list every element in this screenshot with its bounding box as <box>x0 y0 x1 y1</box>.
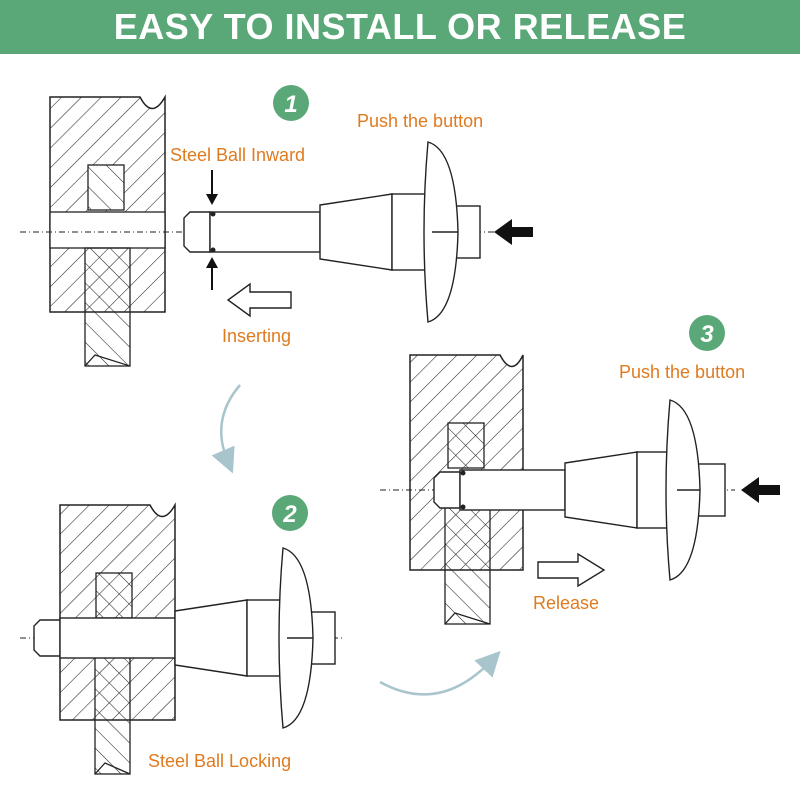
curved-arrow-icon-2 <box>379 650 501 696</box>
step-1-number: 1 <box>284 91 297 118</box>
step-3-badge <box>689 315 725 351</box>
step-1-bore <box>49 211 166 249</box>
step-1-steel-ball-top <box>210 211 216 217</box>
step-2-slot <box>95 572 133 619</box>
step-3-panel: 3 Push the button Release <box>380 315 780 625</box>
outline-arrow-icon <box>226 282 292 318</box>
step-3-plate <box>444 505 491 625</box>
step-2-number: 2 <box>282 501 297 528</box>
curved-arrow-icon <box>211 384 241 474</box>
step-1-action-label: Inserting <box>222 326 291 346</box>
step-2-pin <box>33 547 336 729</box>
step-1-steel-ball-bottom <box>210 247 216 253</box>
step-2-plate <box>94 655 131 775</box>
black-arrow-icon-3 <box>741 477 780 503</box>
step-1-pin <box>183 141 481 323</box>
step-3-slot <box>447 422 485 469</box>
step-1-push-label: Push the button <box>357 111 483 131</box>
title-banner <box>0 0 800 54</box>
step-2-badge <box>272 495 308 531</box>
step-3-action-label: Release <box>533 593 599 613</box>
step-1-badge <box>273 85 309 121</box>
step-1-plate <box>84 247 131 367</box>
step-3-push-label: Push the button <box>619 362 745 382</box>
step-2-panel: 2 Steel Ball Locking <box>20 495 345 775</box>
step-1-panel: 1 Push the button Steel Ball Inward Inse… <box>20 85 533 367</box>
black-arrow-icon <box>494 219 533 245</box>
step-1-ball-label: Steel Ball Inward <box>170 145 305 165</box>
outline-arrow-icon-3 <box>537 552 606 588</box>
step-3-steel-ball-bottom <box>460 504 466 510</box>
step-3-number: 3 <box>700 321 714 348</box>
step-3-pin <box>433 399 726 581</box>
step-2-ball-label: Steel Ball Locking <box>148 751 291 771</box>
page-title: EASY TO INSTALL OR RELEASE <box>113 6 687 47</box>
step-3-steel-ball-top <box>460 470 466 476</box>
